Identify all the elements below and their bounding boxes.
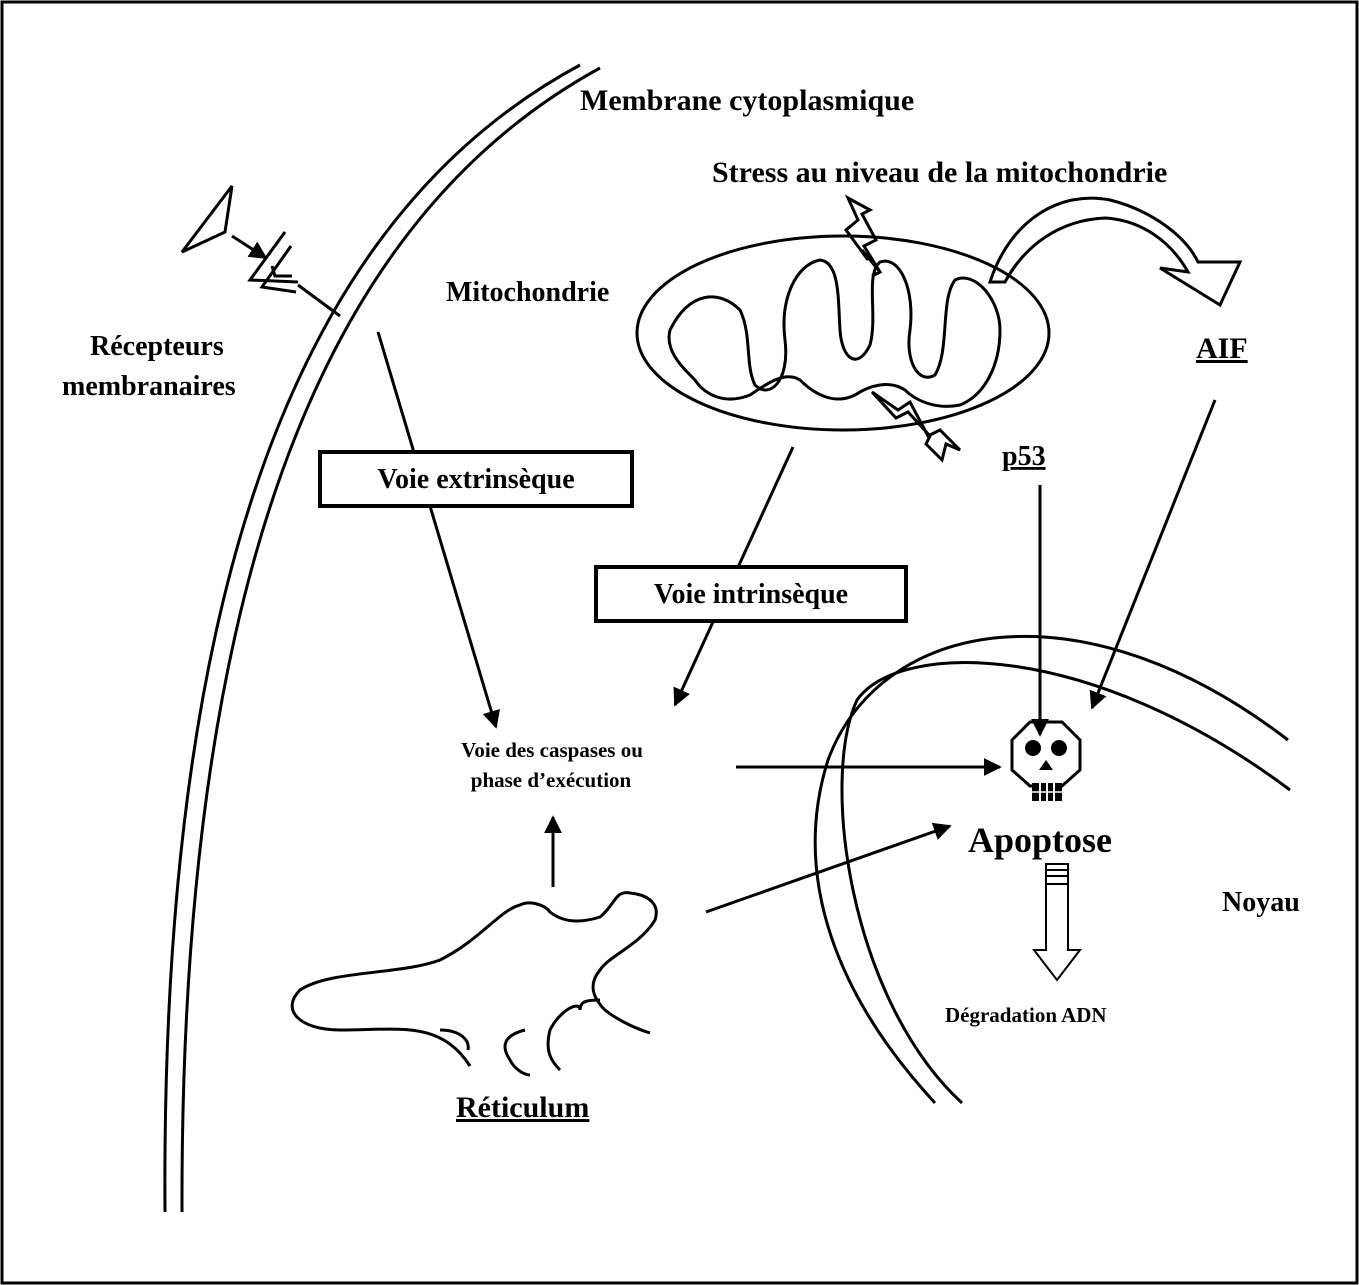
receptors-label-line2: membranaires <box>62 371 236 402</box>
reticulum-to-apoptosis-arrow <box>706 826 950 912</box>
lightning-bolt-icon <box>872 392 960 460</box>
hollow-arrow-icon <box>1034 864 1080 980</box>
ligand-triangle-icon <box>182 186 232 252</box>
p53-label: p53 <box>1002 441 1046 472</box>
aif-label: AIF <box>1196 332 1248 365</box>
stress-label: Stress au niveau de la mitochondrie <box>712 156 1167 189</box>
membrane-receptor <box>182 186 340 316</box>
cytoplasmic-membrane <box>165 65 600 1212</box>
mitochondrion <box>637 236 1049 430</box>
receptors-label-line1: Récepteurs <box>90 331 224 362</box>
caspases-label-line2: phase d’exécution <box>471 768 632 792</box>
endoplasmic-reticulum <box>292 893 656 1075</box>
nucleus-label: Noyau <box>1222 887 1300 918</box>
extrinsic-path-arrow <box>378 332 496 727</box>
mitochondria-label: Mitochondrie <box>446 277 609 308</box>
apoptosis-label: Apoptose <box>968 820 1112 860</box>
caspases-label-line1: Voie des caspases ou <box>461 738 643 762</box>
intrinsic-pathway-label: Voie intrinsèque <box>654 579 848 610</box>
extrinsic-pathway-label: Voie extrinsèque <box>377 464 574 495</box>
skull-icon <box>1012 722 1080 801</box>
reticulum-label: Réticulum <box>456 1091 589 1124</box>
dna-degradation-label: Dégradation ADN <box>945 1003 1107 1027</box>
membrane-label: Membrane cytoplasmique <box>580 84 914 117</box>
